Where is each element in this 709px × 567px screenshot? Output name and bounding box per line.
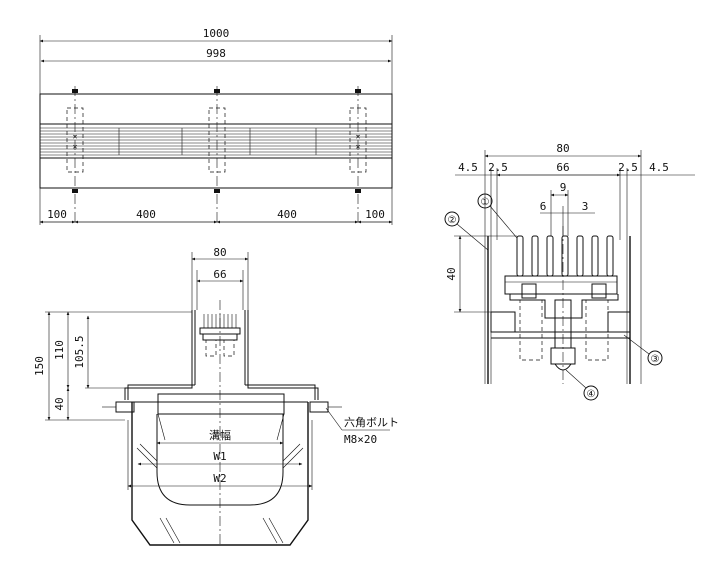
- callout-2: ②: [448, 215, 457, 226]
- dim-segment-mid-left: 400: [136, 208, 156, 221]
- svg-text:✕: ✕: [73, 142, 78, 151]
- label-groove-width: 溝幅: [209, 429, 231, 442]
- dim-section-width-inner: 66: [213, 268, 226, 281]
- callout-1: ①: [481, 197, 490, 208]
- detail-view: 80 4.5 2.5 66 2.5 4.5 9 6 3: [444, 142, 695, 401]
- section-view: 80 66 150 110 105.5: [33, 246, 399, 546]
- dim-detail-bar-width: 3: [582, 200, 589, 213]
- dim-detail-gap-left: 2.5: [488, 161, 508, 174]
- dim-detail-height: 40: [445, 267, 458, 280]
- dim-segment-end-right: 100: [365, 208, 385, 221]
- svg-text:✕: ✕: [356, 132, 361, 141]
- callout-3: ③: [651, 354, 660, 365]
- dim-detail-pitch: 9: [560, 181, 567, 194]
- dim-section-height-lower: 40: [53, 397, 66, 410]
- dim-detail-width-total: 80: [556, 142, 569, 155]
- dim-overall-length: 1000: [203, 27, 230, 40]
- svg-text:✕: ✕: [73, 132, 78, 141]
- dim-section-height-upper: 110: [53, 340, 66, 360]
- dim-section-width-outer: 80: [213, 246, 226, 259]
- label-bolt-type: 六角ボルト: [344, 416, 399, 429]
- dim-detail-margin-left: 4.5: [458, 161, 478, 174]
- dim-segment-end-left: 100: [47, 208, 67, 221]
- dim-detail-bar-offset: 6: [540, 200, 547, 213]
- label-w1: W1: [213, 450, 226, 463]
- dim-section-height-total: 150: [33, 356, 46, 376]
- dim-section-height-inner: 105.5: [73, 335, 86, 368]
- dim-detail-margin-right: 4.5: [649, 161, 669, 174]
- top-view: 1000 998: [39, 27, 393, 225]
- label-w2: W2: [213, 472, 226, 485]
- callout-4: ④: [587, 389, 596, 400]
- dim-detail-gap-right: 2.5: [618, 161, 638, 174]
- dim-detail-inner-width: 66: [556, 161, 569, 174]
- dim-inner-length: 998: [206, 47, 226, 60]
- label-bolt-size: M8×20: [344, 433, 377, 446]
- dim-segment-mid-right: 400: [277, 208, 297, 221]
- svg-text:✕: ✕: [356, 142, 361, 151]
